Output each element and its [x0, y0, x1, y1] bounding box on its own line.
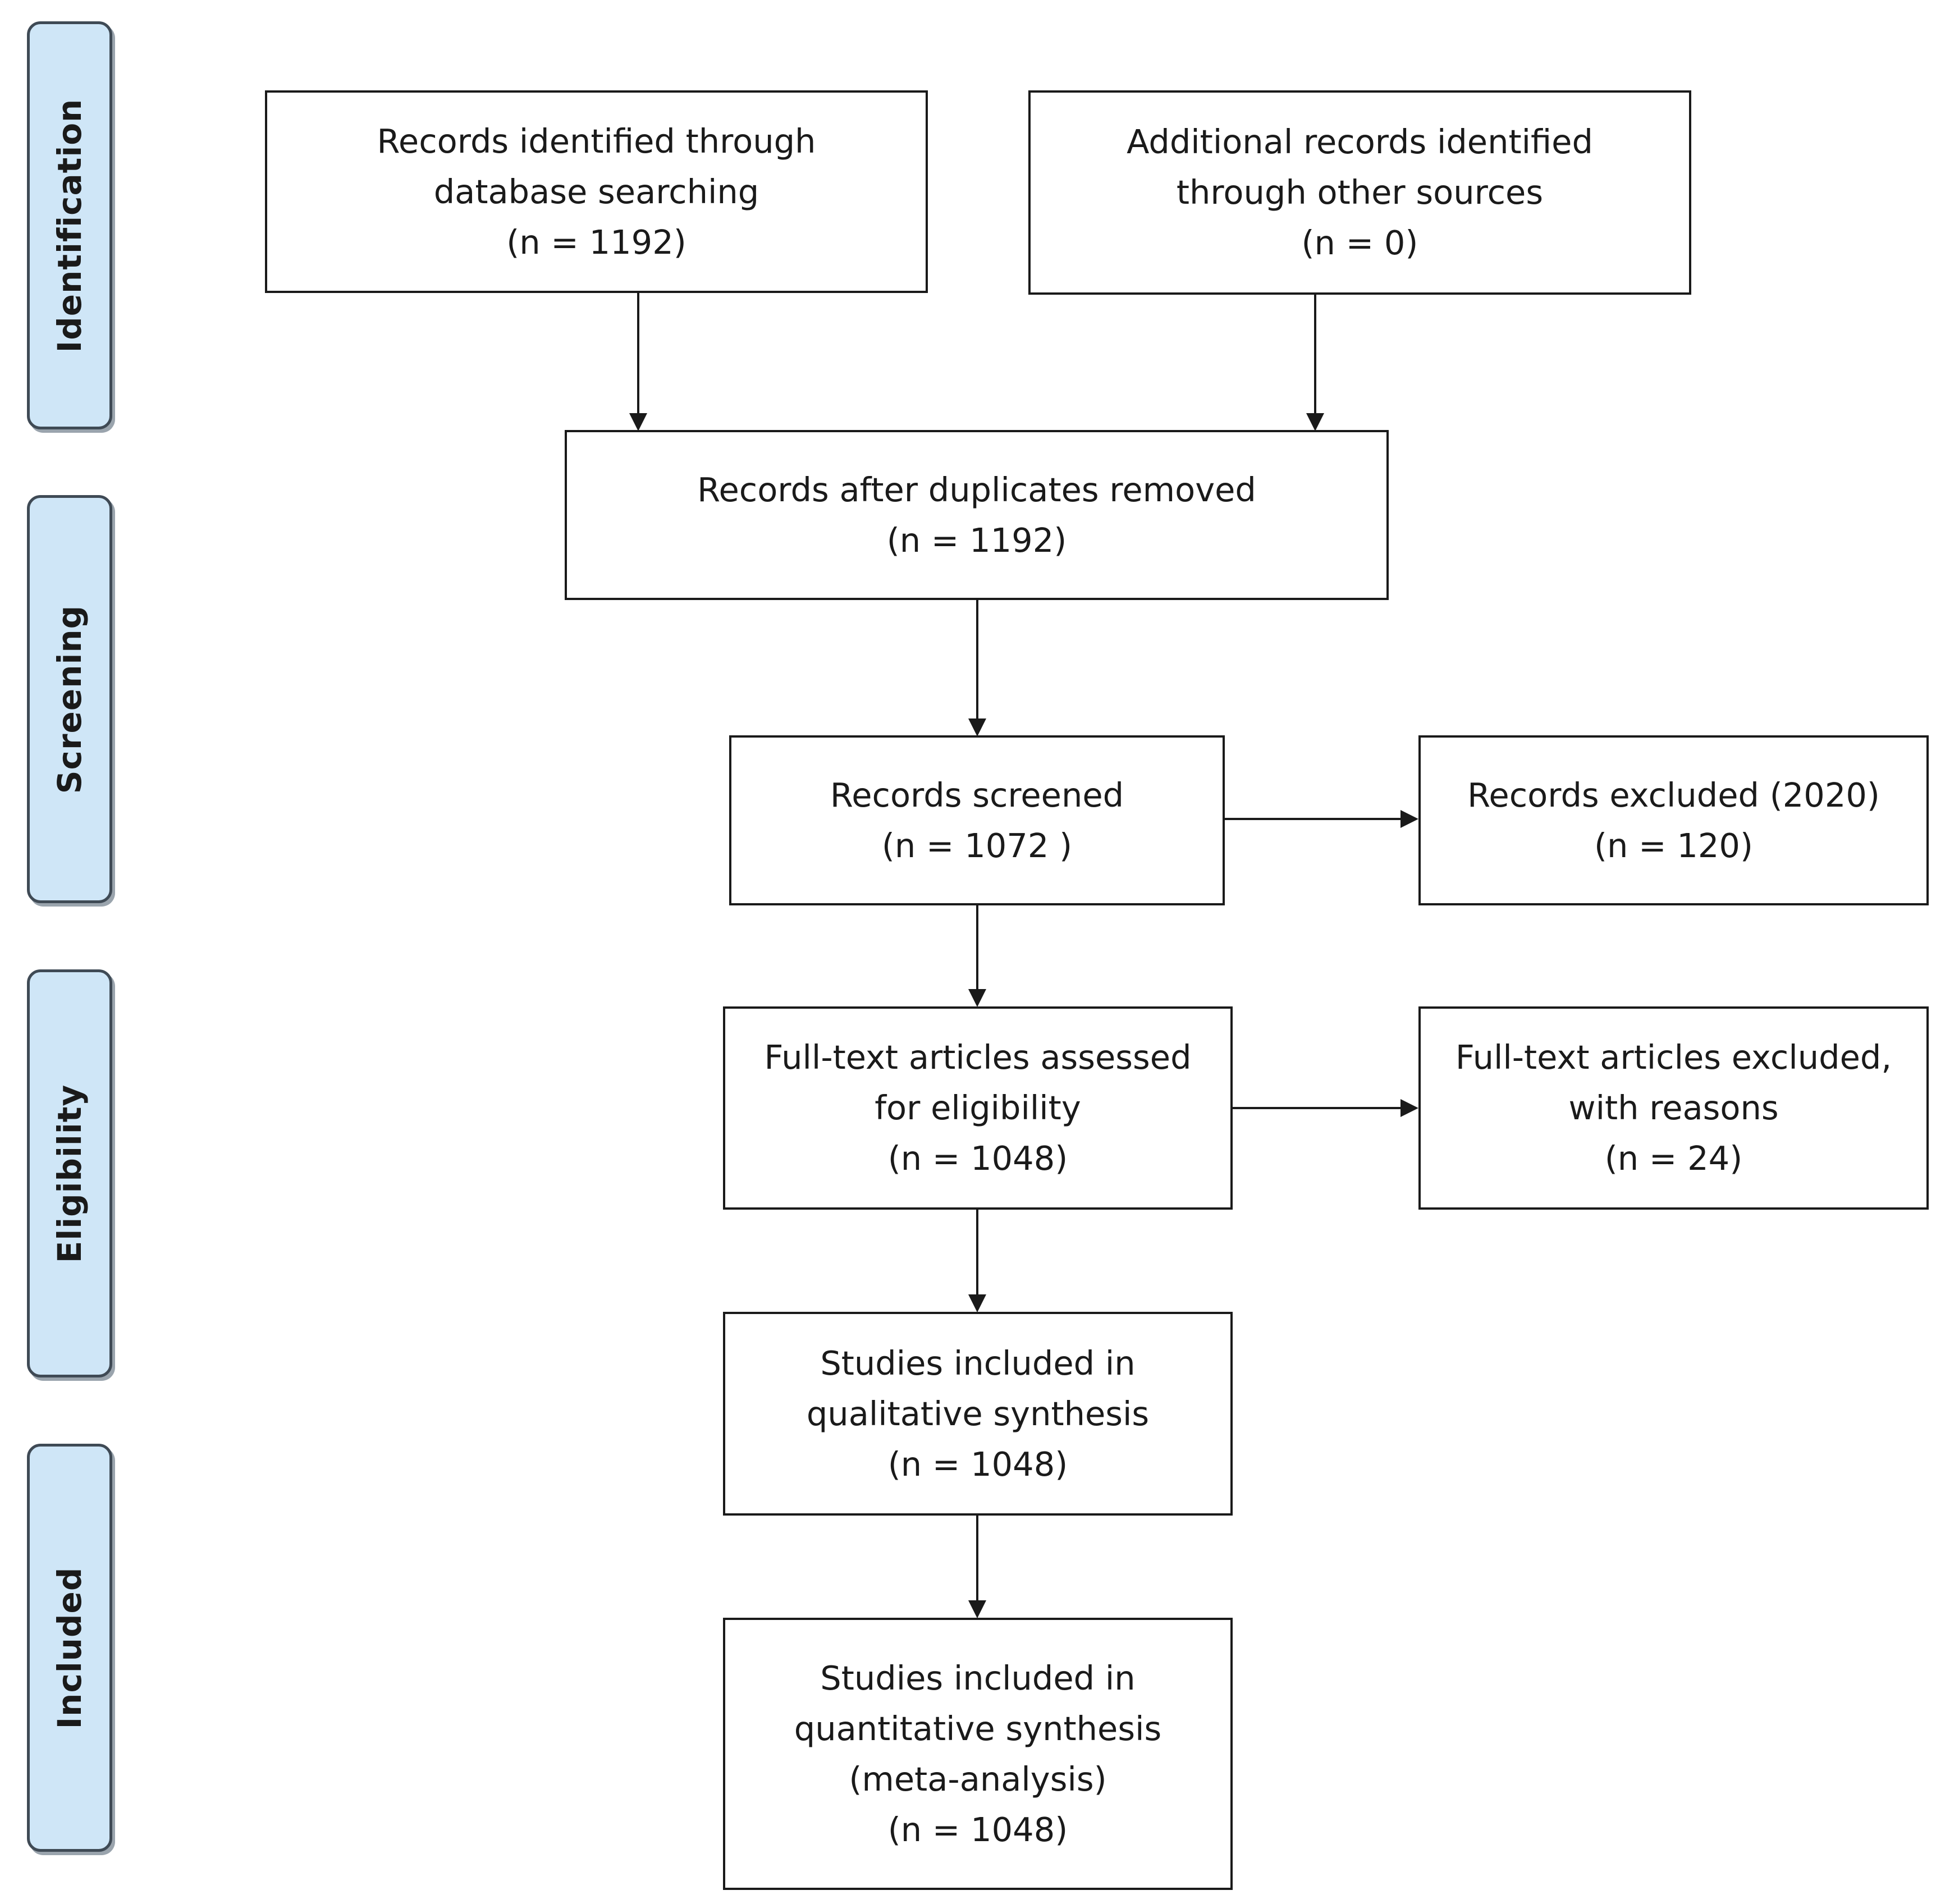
- box-line: qualitative synthesis: [806, 1394, 1150, 1433]
- box-line: Additional records identified: [1127, 122, 1593, 161]
- box-database-records: Records identified through database sear…: [265, 90, 928, 293]
- box-line: (n = 1072 ): [881, 826, 1073, 865]
- box-line: Records after duplicates removed: [697, 470, 1256, 509]
- stage-included: Included: [27, 1444, 112, 1852]
- box-line: database searching: [433, 172, 759, 211]
- box-duplicates-removed: Records after duplicates removed (n = 11…: [565, 430, 1389, 600]
- box-qualitative-synthesis-text: Studies included in qualitative synthesi…: [807, 1338, 1149, 1490]
- box-records-screened-text: Records screened (n = 1072 ): [830, 770, 1124, 871]
- box-fulltext-excluded: Full-text articles excluded, with reason…: [1418, 1006, 1929, 1210]
- box-other-records-text: Additional records identified through ot…: [1127, 117, 1593, 268]
- box-records-excluded-text: Records excluded (2020) (n = 120): [1467, 770, 1880, 871]
- box-quantitative-synthesis-text: Studies included in quantitative synthes…: [794, 1653, 1161, 1855]
- box-line: quantitative synthesis: [794, 1709, 1162, 1748]
- box-line: Studies included in: [820, 1343, 1136, 1383]
- box-other-records: Additional records identified through ot…: [1028, 90, 1691, 295]
- box-line: (n = 1192): [886, 520, 1067, 560]
- box-line: (n = 1048): [887, 1139, 1068, 1178]
- box-fulltext-assessed: Full-text articles assessed for eligibil…: [723, 1006, 1233, 1210]
- box-fulltext-assessed-text: Full-text articles assessed for eligibil…: [764, 1032, 1191, 1184]
- box-line: (n = 0): [1301, 223, 1418, 262]
- box-database-records-text: Records identified through database sear…: [377, 116, 816, 268]
- box-line: (n = 1048): [887, 1444, 1068, 1484]
- box-line: through other sources: [1176, 173, 1544, 212]
- stage-identification: Identification: [27, 21, 112, 429]
- box-records-excluded: Records excluded (2020) (n = 120): [1418, 735, 1929, 905]
- box-line: Records excluded (2020): [1467, 775, 1880, 814]
- box-quantitative-synthesis: Studies included in quantitative synthes…: [723, 1618, 1233, 1890]
- box-line: Records screened: [830, 775, 1124, 814]
- box-line: (n = 1048): [887, 1810, 1068, 1849]
- box-line: Full-text articles excluded,: [1455, 1038, 1892, 1077]
- box-line: Full-text articles assessed: [764, 1038, 1192, 1077]
- box-records-screened: Records screened (n = 1072 ): [729, 735, 1225, 905]
- box-line: with reasons: [1568, 1088, 1779, 1127]
- box-line: Studies included in: [820, 1658, 1136, 1697]
- box-line: Records identified through: [377, 121, 816, 161]
- stage-screening: Screening: [27, 495, 112, 903]
- box-line: (n = 24): [1604, 1139, 1743, 1178]
- box-line: for eligibility: [875, 1088, 1081, 1127]
- box-duplicates-removed-text: Records after duplicates removed (n = 11…: [697, 465, 1256, 566]
- box-qualitative-synthesis: Studies included in qualitative synthesi…: [723, 1312, 1233, 1516]
- box-line: (meta-analysis): [849, 1759, 1107, 1798]
- box-line: (n = 1192): [506, 222, 686, 262]
- box-line: (n = 120): [1594, 826, 1753, 865]
- box-fulltext-excluded-text: Full-text articles excluded, with reason…: [1456, 1032, 1892, 1184]
- stage-eligibility: Eligibility: [27, 969, 112, 1377]
